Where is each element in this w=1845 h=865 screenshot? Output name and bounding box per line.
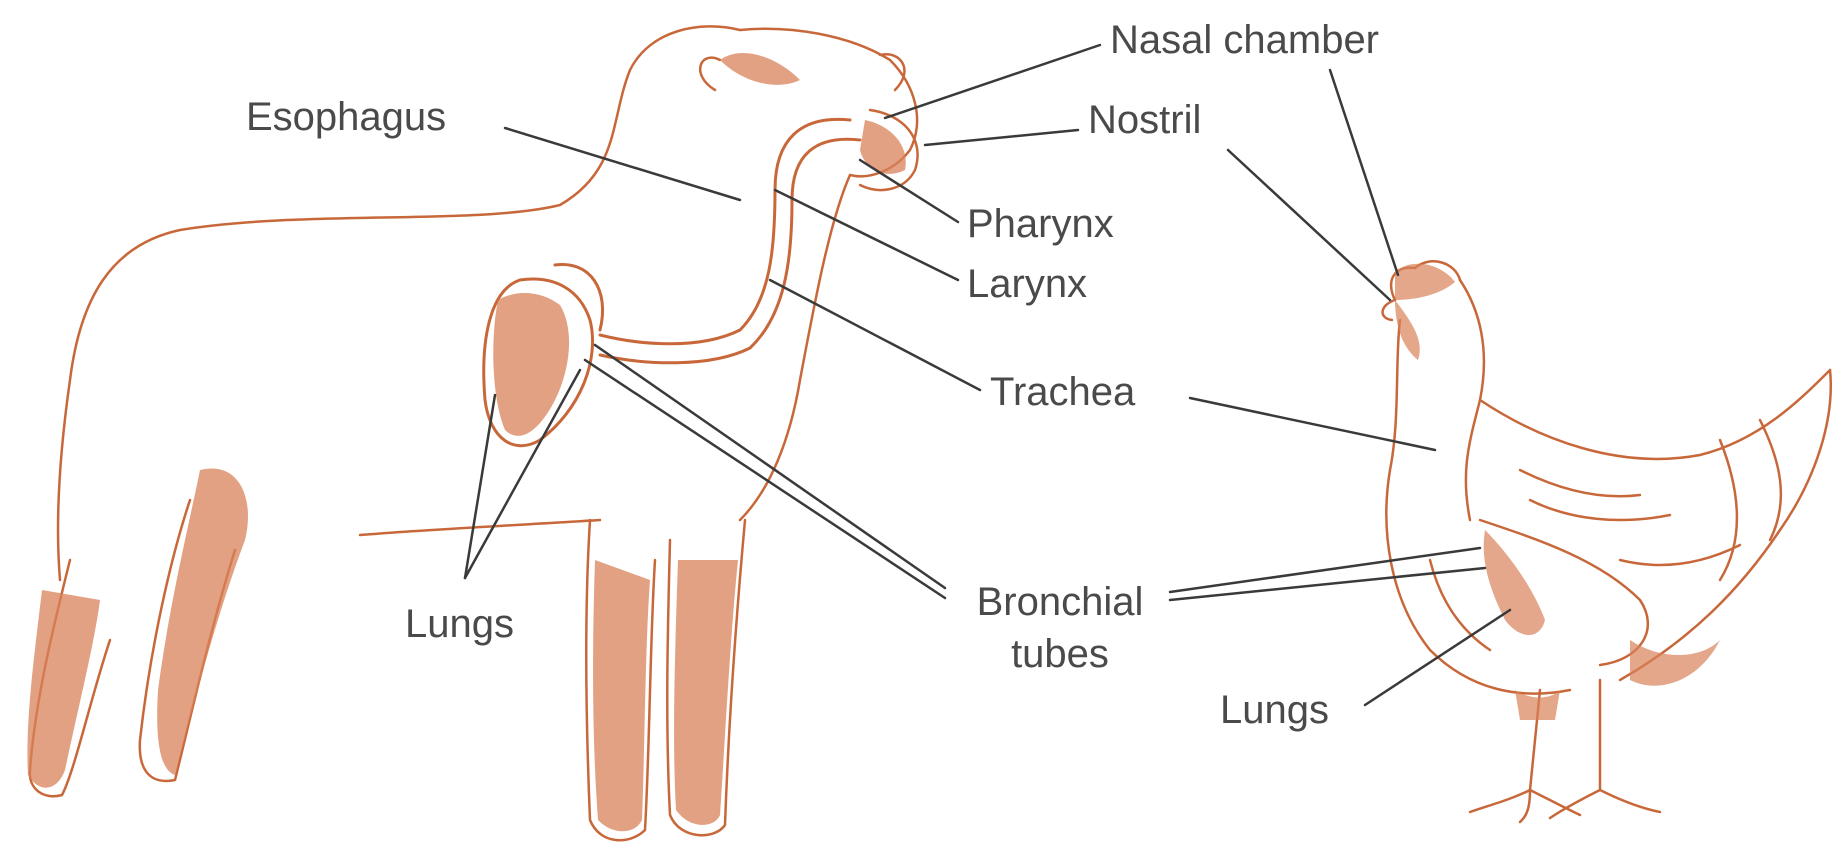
label-bronchial-line2: tubes <box>955 632 1165 676</box>
label-lungs-sheep: Lungs <box>405 602 514 646</box>
label-bronchial-tubes: Bronchial tubes <box>955 580 1165 676</box>
leader-bronchial-2 <box>585 360 945 598</box>
leader-lungs-chicken <box>1365 610 1510 705</box>
sheep-shading <box>27 53 905 831</box>
leader-nasal-sheep <box>885 45 1100 118</box>
chicken-illustration <box>1383 261 1831 822</box>
label-lungs-chicken: Lungs <box>1220 688 1329 732</box>
label-bronchial-line1: Bronchial <box>955 580 1165 624</box>
leader-pharynx <box>860 160 958 222</box>
label-pharynx: Pharynx <box>967 202 1114 246</box>
leader-trachea-chicken <box>1190 398 1435 450</box>
label-trachea: Trachea <box>990 370 1135 414</box>
label-nostril: Nostril <box>1088 98 1201 142</box>
leader-nostril-chicken <box>1228 150 1390 300</box>
chicken-shading <box>1395 264 1720 720</box>
leader-esophagus <box>505 128 740 200</box>
label-nasal-chamber: Nasal chamber <box>1110 18 1379 62</box>
label-larynx: Larynx <box>967 262 1087 306</box>
leader-nostril-sheep <box>925 130 1078 145</box>
leader-bronchial-1 <box>595 345 945 588</box>
label-esophagus: Esophagus <box>246 95 446 139</box>
leader-nasal-chicken <box>1330 70 1398 275</box>
